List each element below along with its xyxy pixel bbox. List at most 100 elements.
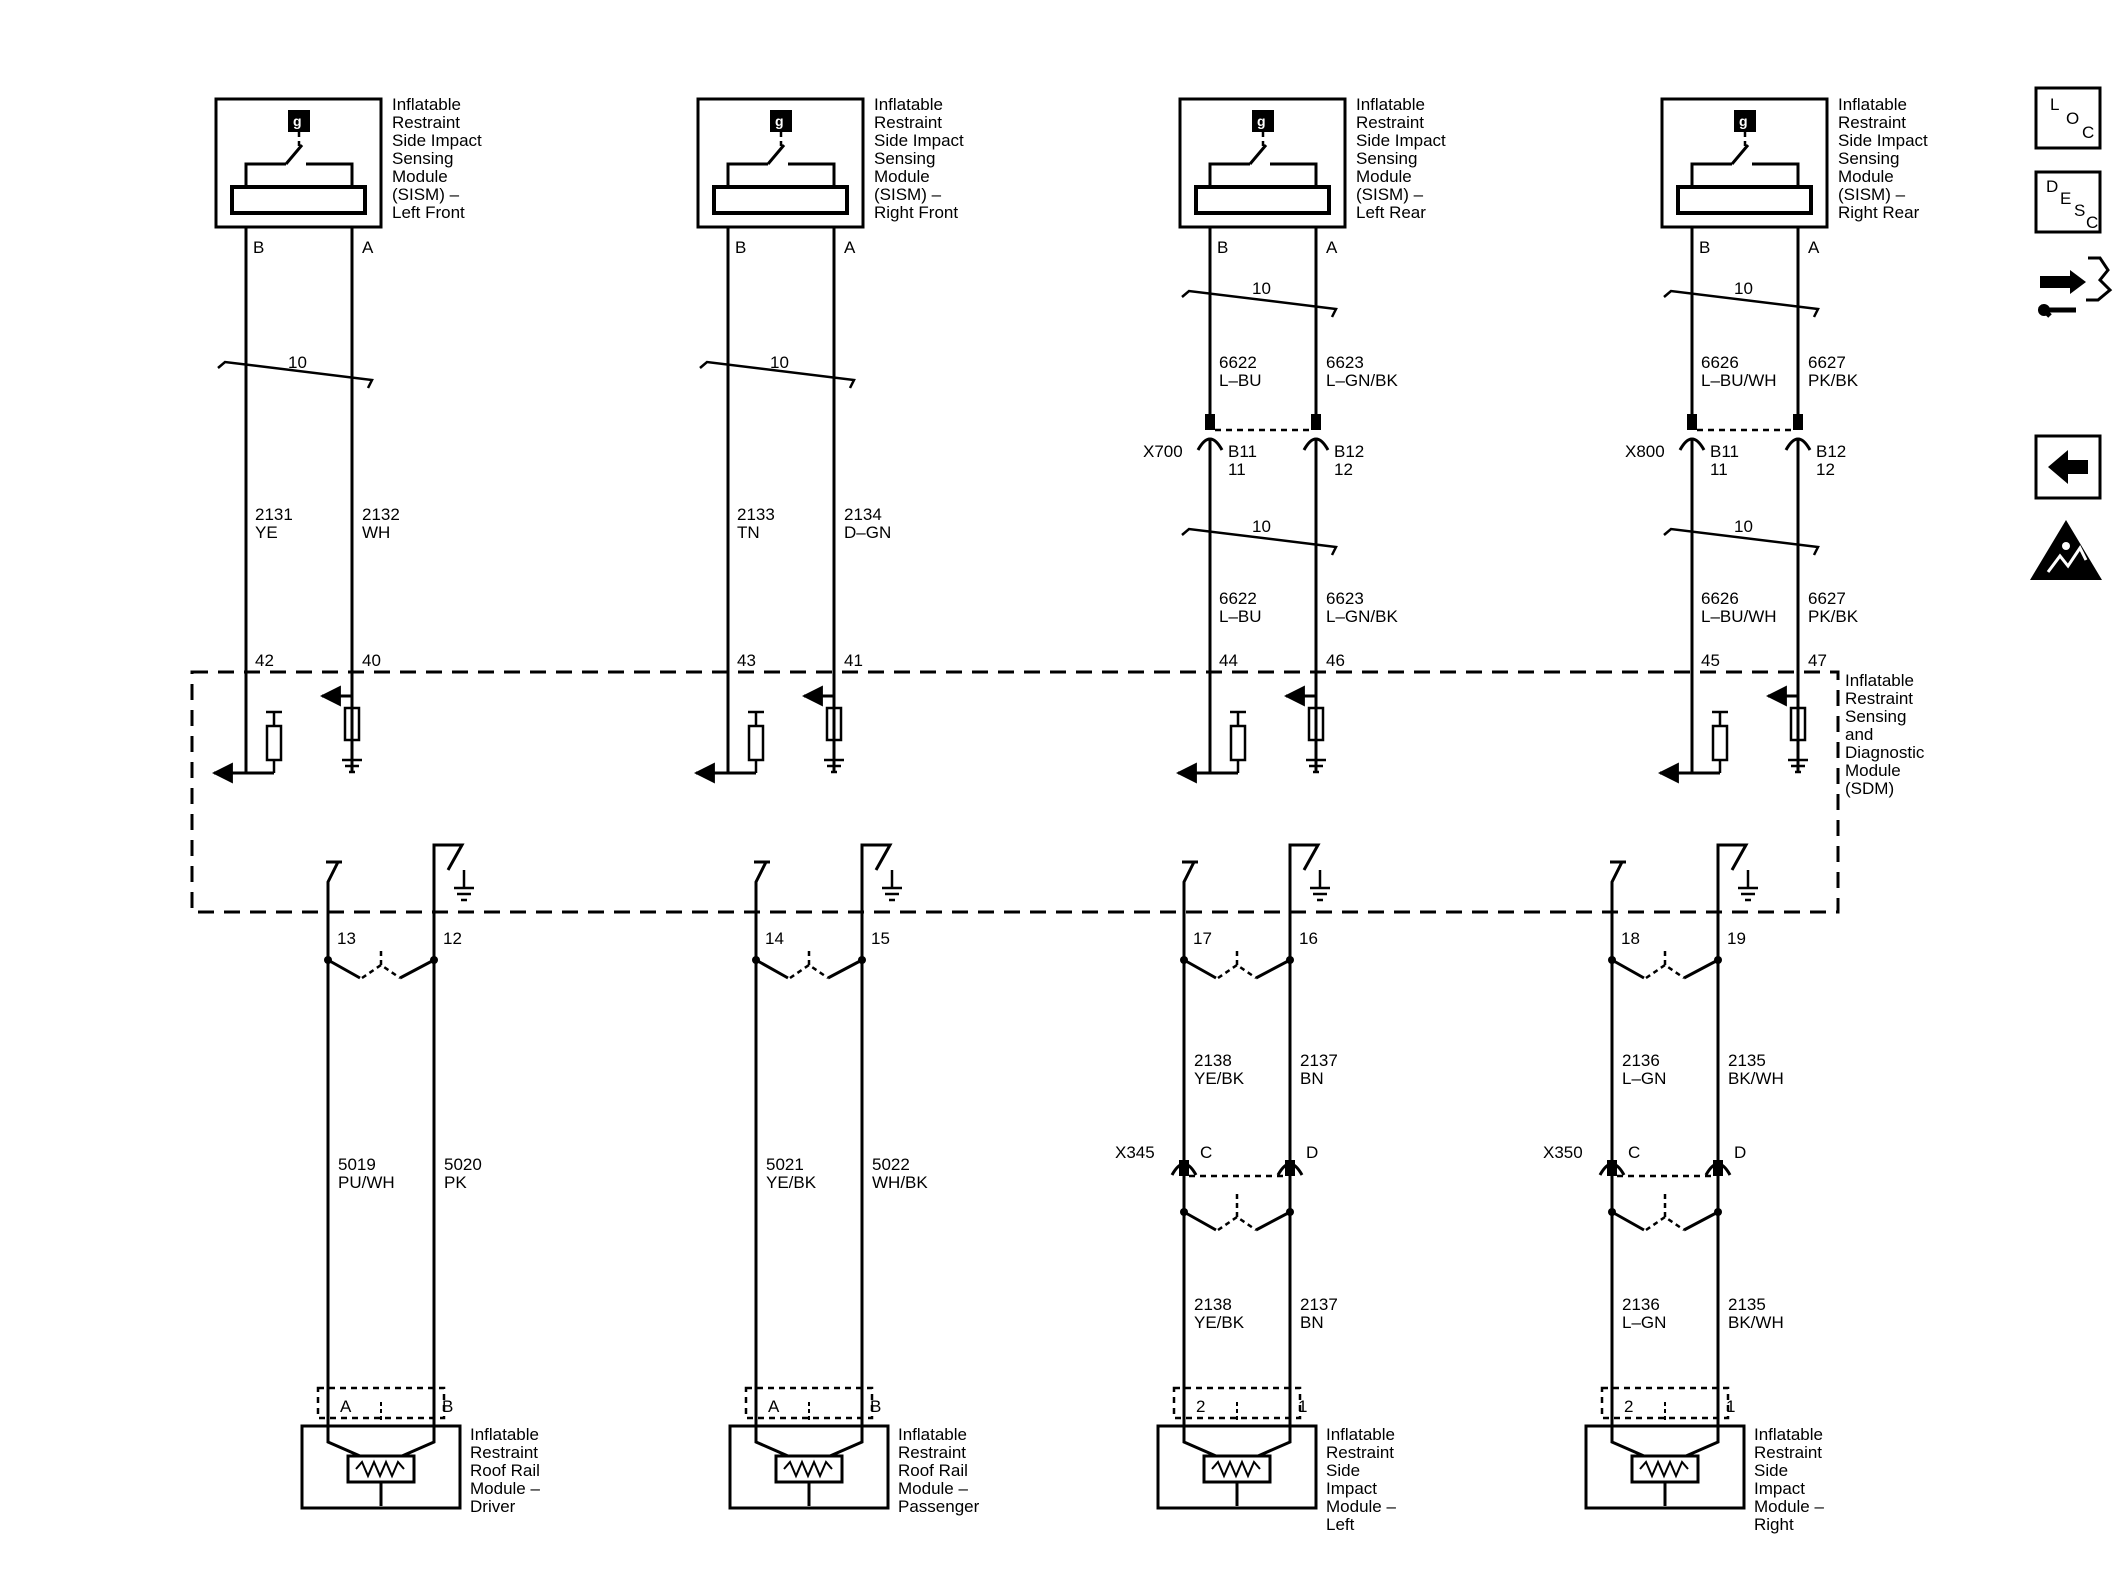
conn-a-pin: B12 <box>1816 442 1846 461</box>
airbag-module-box <box>300 1424 462 1510</box>
wire-left-color-2: L–GN <box>1622 1313 1666 1332</box>
twist-label-2: 10 <box>1252 517 1271 536</box>
roof-rail-driver: 13 12 5019 PU/WH 5020 PK A B Inflatable … <box>300 843 540 1516</box>
g-glyph-icon <box>1252 110 1274 132</box>
wire-b-circuit: 2133 <box>737 505 775 524</box>
airbag-module-box <box>1156 1424 1318 1510</box>
twist-mark <box>1181 289 1338 318</box>
wire-b-color: YE <box>255 523 278 542</box>
sdm-pin-b: 45 <box>1701 651 1720 670</box>
wire-left-circuit: 2136 <box>1622 1051 1660 1070</box>
wire-left-color: PU/WH <box>338 1173 395 1192</box>
wire-right-color-2: BN <box>1300 1313 1324 1332</box>
wire-b-circuit-2: 6622 <box>1219 589 1257 608</box>
wire-b-color: L–BU/WH <box>1701 371 1777 390</box>
module-pin-left: 2 <box>1624 1397 1633 1416</box>
module-label: Inflatable Restraint Side Impact Module … <box>1754 1425 1829 1534</box>
module-pin-left: 2 <box>1196 1397 1205 1416</box>
wire-left-color-2: YE/BK <box>1194 1313 1245 1332</box>
wire-a-circuit: 6627 <box>1808 353 1846 372</box>
sdm-pin-a: 46 <box>1326 651 1345 670</box>
airbag-module-box <box>728 1424 890 1510</box>
desc-icon[interactable]: D E S C <box>2034 170 2102 234</box>
wire-left-color: YE/BK <box>766 1173 817 1192</box>
twist-label-2: 10 <box>1734 517 1753 536</box>
module-label: Inflatable Restraint Side Impact Module … <box>1326 1425 1401 1534</box>
wire-a-color: L–GN/BK <box>1326 371 1398 390</box>
twist-mark-2 <box>1663 527 1820 556</box>
twist-mark-2 <box>1181 527 1338 556</box>
module-pin-left: A <box>768 1397 780 1416</box>
sdm-pin-b: 43 <box>737 651 756 670</box>
sdm-label: Inflatable Restraint Sensing and Diagnos… <box>1845 671 1929 798</box>
twist-label: 10 <box>1734 279 1753 298</box>
desc-letter-e: E <box>2060 189 2071 208</box>
conn-b-cavity: 11 <box>1710 460 1728 479</box>
sism-module-box <box>696 97 865 229</box>
wire-right-circuit-2: 2135 <box>1728 1295 1766 1314</box>
wire-b-color: L–BU <box>1219 371 1262 390</box>
wire-right-circuit: 2135 <box>1728 1051 1766 1070</box>
twist-label: 10 <box>770 353 789 372</box>
conn-pin-left: C <box>1628 1143 1640 1162</box>
wire-left-color: L–GN <box>1622 1069 1666 1088</box>
sism-module-box <box>1178 97 1347 229</box>
sdm-pin-left: 13 <box>337 929 356 948</box>
wire-right-circuit: 5020 <box>444 1155 482 1174</box>
sism-right-rear: g Inflatable Restraint Side Impact Sensi… <box>1625 95 1933 784</box>
twist-label: 10 <box>288 353 307 372</box>
conn-pin-right: D <box>1306 1143 1318 1162</box>
conn-pin-left: C <box>1200 1143 1212 1162</box>
module-pin-right: B <box>442 1397 453 1416</box>
wire-a-color: D–GN <box>844 523 891 542</box>
sism-label: Inflatable Restraint Side Impact Sensing… <box>1356 95 1451 222</box>
wire-right-circuit: 5022 <box>872 1155 910 1174</box>
loc-icon[interactable]: L O C <box>2034 86 2102 150</box>
sism-left-front: g Inflatable Restraint Side Impact Sensi… <box>211 95 487 784</box>
sism-right-front: g Inflatable Restraint Side Impact Sensi… <box>693 95 964 784</box>
side-impact-right: 18 19 2136 L–GN 2135 BK/WH X350 C D 2136… <box>1543 843 1829 1534</box>
connector-id: X350 <box>1543 1143 1583 1162</box>
pin-b-label: B <box>735 238 746 257</box>
module-pin-right: 1 <box>1726 1397 1735 1416</box>
g-glyph-icon <box>1734 110 1756 132</box>
sdm-boundary <box>190 670 1840 914</box>
twist-mark <box>217 360 374 389</box>
twist-label: 10 <box>1252 279 1271 298</box>
sism-module-box <box>214 97 383 229</box>
wire-left-circuit: 5021 <box>766 1155 804 1174</box>
pin-a-label: A <box>362 238 374 257</box>
squib-icon <box>346 1454 416 1484</box>
desc-letter-d: D <box>2046 177 2058 196</box>
connector-tool-icon[interactable] <box>2038 256 2113 318</box>
conn-b-pin: B11 <box>1710 442 1739 461</box>
wire-right-color: BN <box>1300 1069 1324 1088</box>
sism-label: Inflatable Restraint Side Impact Sensing… <box>392 95 487 222</box>
wire-right-color-2: BK/WH <box>1728 1313 1784 1332</box>
conn-a-cavity: 12 <box>1816 460 1835 479</box>
wire-left-circuit-2: 2136 <box>1622 1295 1660 1314</box>
squib-icon <box>1202 1454 1272 1484</box>
connector-id: X345 <box>1115 1143 1155 1162</box>
wire-right-color: PK <box>444 1173 467 1192</box>
side-impact-left: 17 16 2138 YE/BK 2137 BN X345 C D 2138 Y… <box>1115 843 1401 1534</box>
sdm-pin-a: 40 <box>362 651 381 670</box>
back-arrow-icon[interactable] <box>2034 434 2102 500</box>
module-glyph: g <box>1739 113 1748 129</box>
sdm-pin-b: 42 <box>255 651 274 670</box>
sism-label: Inflatable Restraint Side Impact Sensing… <box>1838 95 1933 222</box>
wire-b-color-2: L–BU/WH <box>1701 607 1777 626</box>
wire-a-color: PK/BK <box>1808 371 1859 390</box>
wire-a-color-2: L–GN/BK <box>1326 607 1398 626</box>
sism-module-box <box>1660 97 1829 229</box>
module-label: Inflatable Restraint Roof Rail Module – … <box>898 1425 980 1516</box>
loc-letter-c: C <box>2082 123 2094 142</box>
sdm-pin-b: 44 <box>1219 651 1238 670</box>
conn-a-cavity: 12 <box>1334 460 1353 479</box>
esd-warning-icon <box>2030 520 2102 580</box>
g-glyph-icon <box>288 110 310 132</box>
sdm-pin-a: 41 <box>844 651 863 670</box>
module-pin-left: A <box>340 1397 352 1416</box>
wire-left-circuit: 5019 <box>338 1155 376 1174</box>
wire-b-circuit: 6622 <box>1219 353 1257 372</box>
